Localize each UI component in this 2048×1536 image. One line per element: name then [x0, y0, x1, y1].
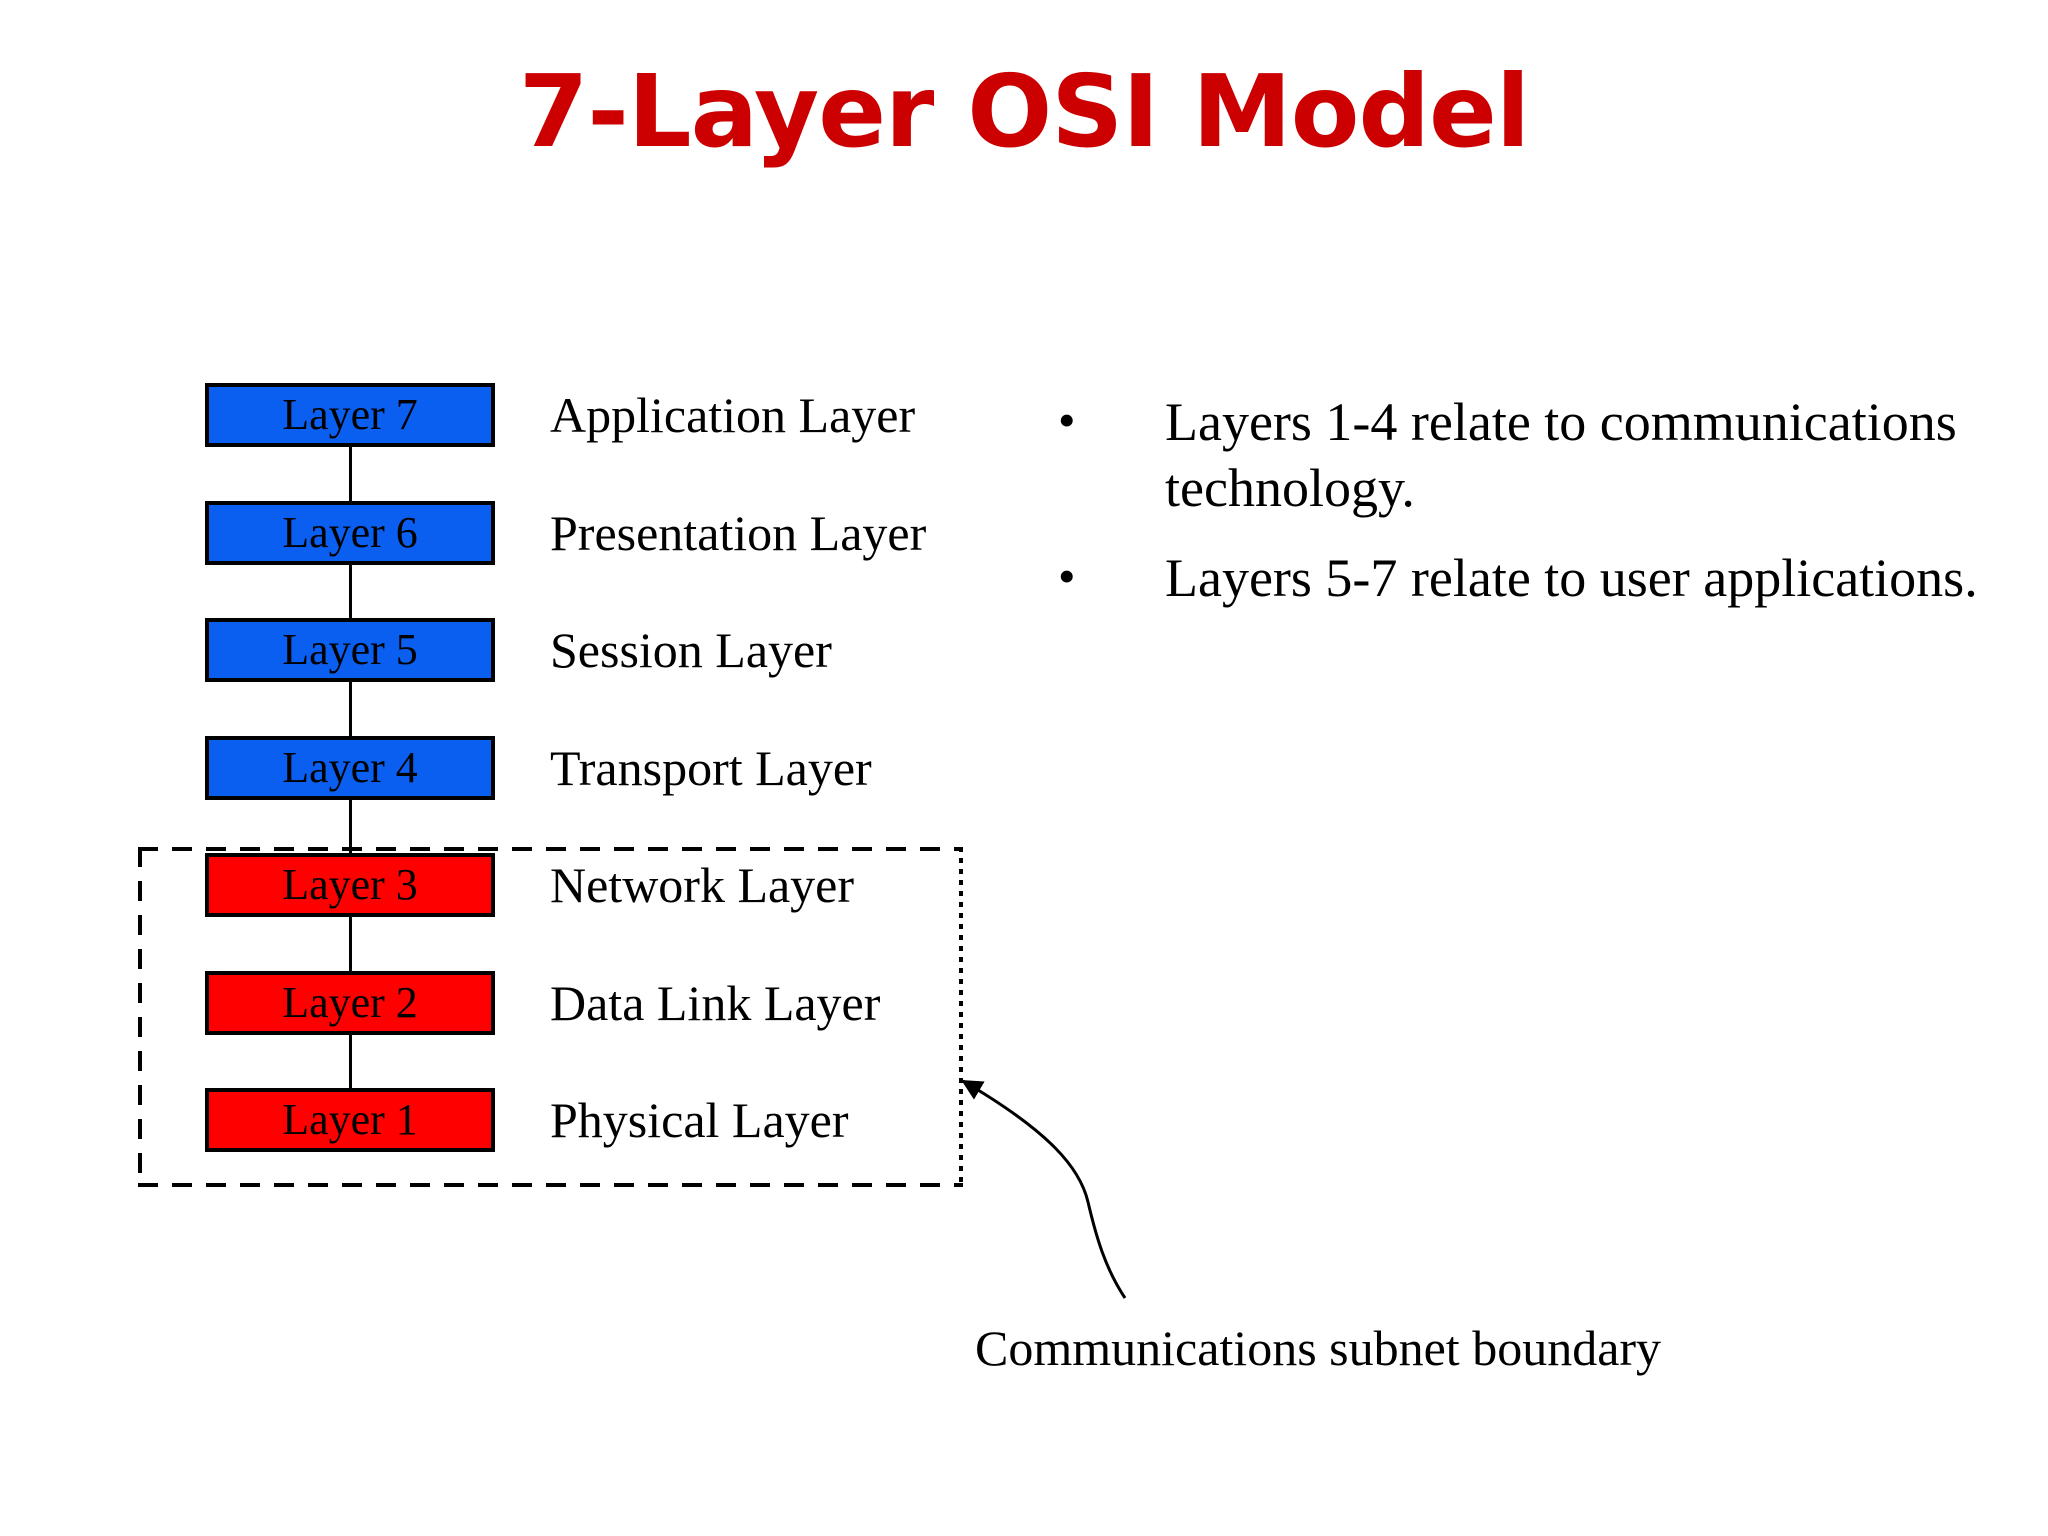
layer-box-layer-3[interactable]: Layer 3 — [205, 853, 495, 917]
explanation-bullet-list: • Layers 1-4 relate to communications tec… — [1040, 390, 2030, 636]
layer-connector-line — [349, 447, 352, 501]
layer-box-layer-1[interactable]: Layer 1 — [205, 1088, 495, 1152]
bullet-marker-icon: • — [1058, 547, 1076, 604]
layer-connector-line — [349, 917, 352, 971]
layer-name-layer-2: Data Link Layer — [550, 974, 881, 1031]
layer-box-label: Layer 3 — [282, 860, 418, 909]
layer-name-layer-1: Physical Layer — [550, 1092, 849, 1148]
layer-name-layer-6: Presentation Layer — [550, 504, 927, 561]
layer-box-layer-6[interactable]: Layer 6 — [205, 500, 495, 565]
layer-box-label: Layer 1 — [282, 1095, 418, 1144]
bullet-text: Layers 1-4 relate to communications tech… — [1165, 392, 1957, 518]
layer-box-label: Layer 7 — [282, 390, 418, 439]
layer-box-layer-2[interactable]: Layer 2 — [205, 970, 495, 1035]
bullet-item: • Layers 5-7 relate to user applications. — [1040, 546, 2030, 612]
layer-box-layer-4[interactable]: Layer 4 — [205, 735, 495, 800]
layer-connector-line — [349, 682, 352, 736]
layer-connector-line — [349, 564, 352, 618]
layer-name-layer-3: Network Layer — [550, 857, 855, 913]
layer-box-layer-5[interactable]: Layer 5 — [205, 618, 495, 682]
layer-box-layer-7[interactable]: Layer 7 — [205, 383, 495, 447]
subnet-boundary-caption: Communications subnet boundary — [975, 1320, 1662, 1376]
layer-name-layer-7: Application Layer — [550, 387, 916, 443]
layer-box-label: Layer 2 — [282, 977, 418, 1027]
layer-box-label: Layer 5 — [282, 625, 418, 674]
layer-box-label: Layer 6 — [282, 507, 418, 557]
bullet-marker-icon: • — [1058, 392, 1076, 448]
layer-box-label: Layer 4 — [282, 742, 418, 792]
layer-connector-line — [349, 1034, 352, 1088]
bullet-item: • Layers 1-4 relate to communications tec… — [1040, 390, 2030, 522]
page-title: 7-Layer OSI Model — [518, 53, 1530, 170]
layer-name-layer-5: Session Layer — [550, 622, 832, 678]
layer-connector-line — [349, 799, 352, 853]
subnet-callout-arrow — [961, 1079, 1127, 1299]
bullet-text: Layers 5-7 relate to user applications. — [1165, 547, 1978, 608]
layer-name-layer-4: Transport Layer — [550, 739, 872, 796]
